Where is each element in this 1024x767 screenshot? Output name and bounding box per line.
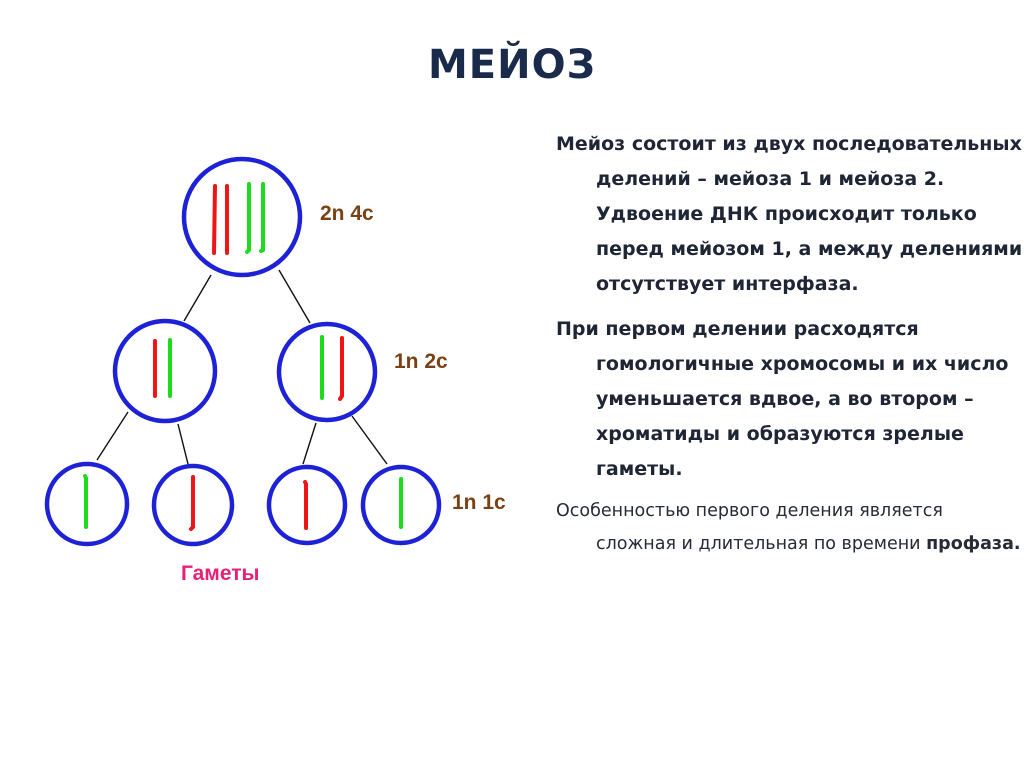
parent-cell-2n4c — [181, 156, 303, 278]
ploidy-label-2n4c: 2n 4c — [320, 202, 374, 225]
gamete-cell-3 — [266, 464, 348, 546]
paragraph-prophase: Особенностью первого деления является сл… — [556, 495, 1024, 561]
gamete-cell-2 — [151, 463, 235, 547]
text-block: Мейоз состоит из двух последовательных д… — [556, 127, 1024, 561]
connector-lines — [96, 269, 388, 465]
gametes-label: Гаметы — [181, 562, 260, 585]
paragraph-meiosis-stages: Мейоз состоит из двух последовательных д… — [556, 133, 1023, 295]
meiosis-diagram — [44, 156, 442, 547]
daughter-cell-2 — [276, 321, 378, 423]
prophase-text: Особенностью первого деления является сл… — [556, 501, 943, 554]
daughter-cell-1 — [112, 318, 218, 424]
prophase-term: профаза. — [926, 534, 1021, 554]
paragraph-first-division: При первом делении расходятся гомологичн… — [556, 318, 1009, 480]
ploidy-label-1n1c: 1n 1c — [452, 491, 506, 514]
slide-title: МЕЙОЗ — [427, 42, 597, 88]
gamete-cell-1 — [44, 461, 130, 547]
ploidy-label-1n2c: 1n 2c — [394, 350, 448, 373]
gamete-cell-4 — [360, 464, 442, 546]
